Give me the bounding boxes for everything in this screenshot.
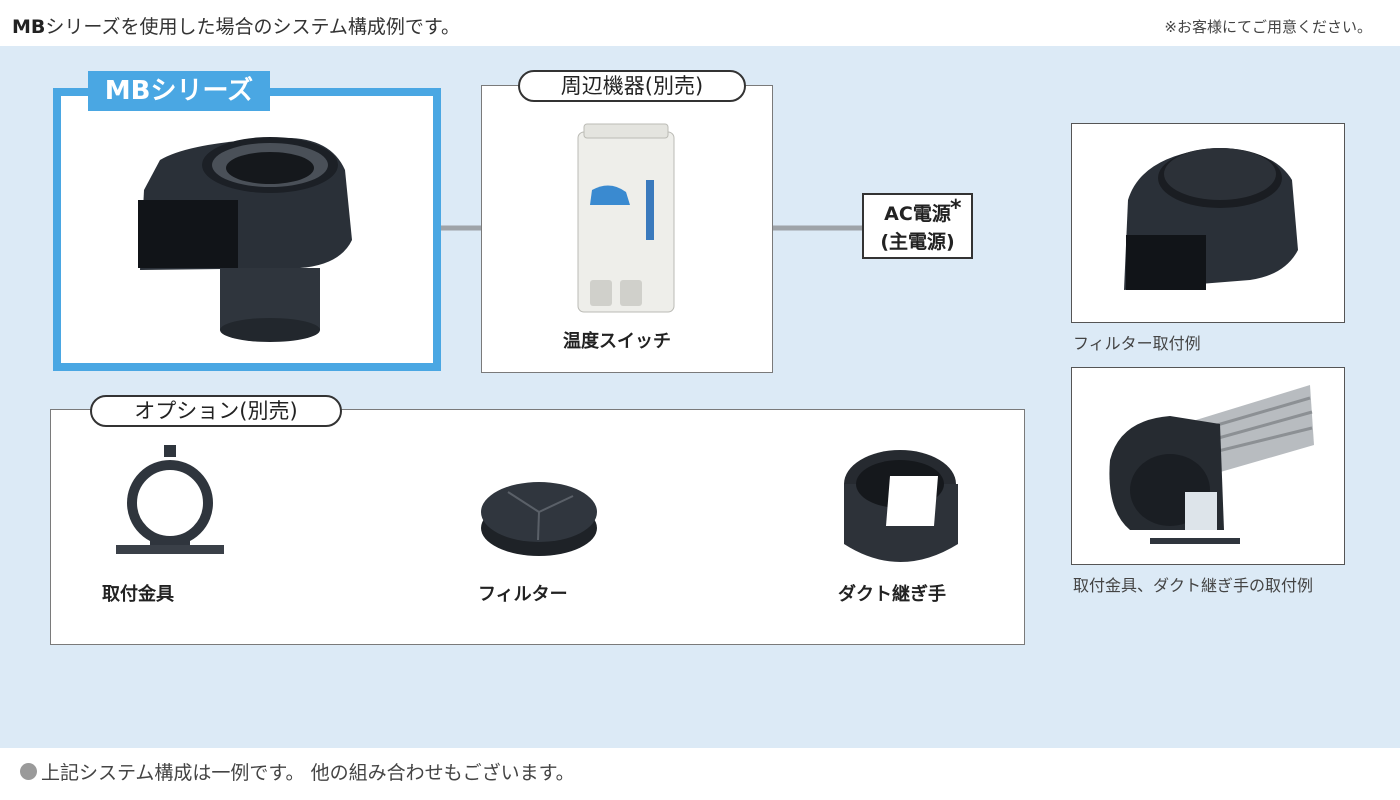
customer-supplied-asterisk: *	[950, 196, 962, 221]
duct-joint-image	[844, 450, 958, 562]
page-title-series: MB	[12, 16, 46, 38]
mounting-bracket-image	[116, 445, 224, 554]
footer-note-text: 上記システム構成は一例です。 他の組み合わせもございます。	[41, 762, 575, 784]
peripheral-heading: 周辺機器(別売)	[518, 70, 746, 102]
filter-example-caption: フィルター取付例	[1073, 334, 1201, 353]
ac-power-line2: (主電源)	[880, 231, 955, 253]
customer-note: ※お客様にてご用意ください。	[1164, 18, 1372, 36]
bullet-icon	[20, 763, 37, 780]
bracket-duct-example-image	[1109, 385, 1314, 544]
option-label-filter: フィルター	[478, 584, 568, 605]
option-label-bracket: 取付金具	[102, 584, 174, 605]
option-label-duct-joint: ダクト継ぎ手	[838, 584, 946, 605]
temperature-switch-label: 温度スイッチ	[563, 331, 671, 352]
page-title-text: シリーズを使用した場合のシステム構成例です。	[45, 16, 460, 38]
ac-power-box: AC電源 (主電源)	[862, 193, 973, 259]
filter-example-image	[1124, 148, 1298, 290]
page-title: MBシリーズを使用した場合のシステム構成例です。	[12, 12, 460, 39]
bracket-duct-example-caption: 取付金具、ダクト継ぎ手の取付例	[1073, 576, 1314, 595]
options-heading: オプション(別売)	[90, 395, 342, 427]
footer-note: 上記システム構成は一例です。 他の組み合わせもございます。	[20, 758, 575, 785]
thermostat-image	[577, 123, 675, 313]
footer-bar	[0, 748, 1400, 800]
mb-blower-image	[138, 137, 352, 342]
header-bar	[0, 0, 1400, 48]
ac-power-line1: AC電源	[884, 203, 951, 225]
filter-image	[481, 482, 597, 556]
mb-series-tag: MBシリーズ	[88, 71, 270, 111]
